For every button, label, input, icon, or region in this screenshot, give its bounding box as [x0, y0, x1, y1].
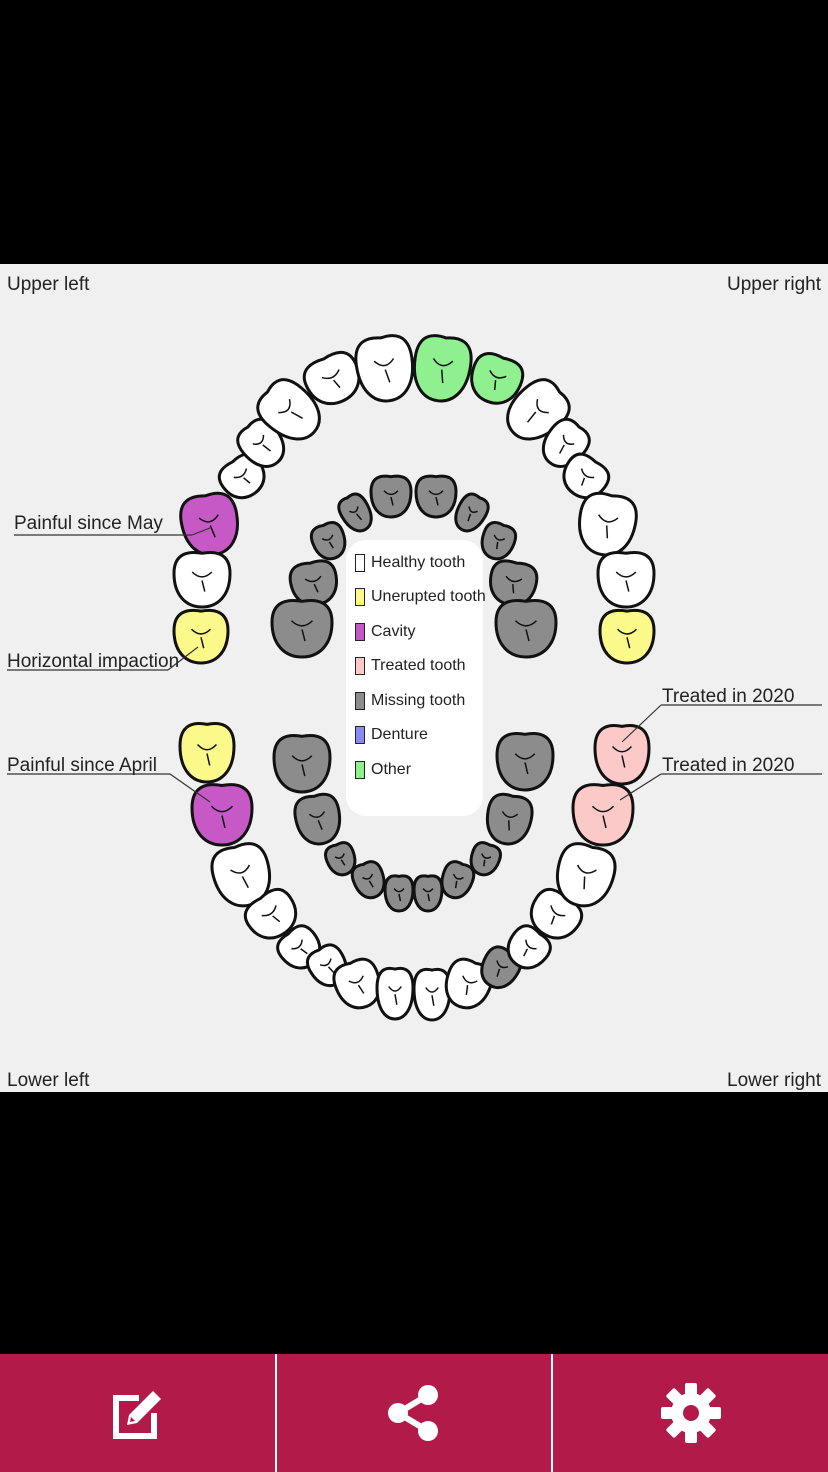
tooth-healthy[interactable]: [500, 921, 556, 977]
legend-item: Other: [355, 758, 411, 782]
tooth-missing[interactable]: [412, 874, 444, 913]
tooth-missing[interactable]: [495, 732, 555, 792]
tooth-missing[interactable]: [477, 519, 519, 563]
settings-button[interactable]: [551, 1354, 828, 1472]
annotation-treated-2020-lower: Treated in 2020: [662, 755, 794, 776]
tooth-healthy[interactable]: [207, 839, 277, 912]
legend-swatch: [355, 657, 365, 675]
tooth-missing[interactable]: [270, 599, 334, 659]
tooth-healthy[interactable]: [172, 550, 232, 609]
edit-button[interactable]: [0, 1354, 275, 1472]
teeth-diagram: Painful since May Horizontal impaction P…: [7, 333, 822, 1022]
tooth-unerupted[interactable]: [172, 608, 230, 665]
tooth-missing[interactable]: [323, 840, 360, 879]
label-upper-right: Upper right: [727, 274, 821, 295]
gear-icon: [660, 1383, 721, 1443]
legend-label: Unerupted tooth: [371, 588, 486, 605]
tooth-cavity[interactable]: [177, 490, 243, 559]
tooth-healthy[interactable]: [556, 449, 614, 506]
tooth-healthy[interactable]: [232, 414, 293, 476]
annotation-painful-may: Painful since May: [14, 513, 163, 534]
legend-item: Unerupted tooth: [355, 585, 486, 609]
tooth-cavity[interactable]: [190, 783, 254, 847]
legend-label: Cavity: [371, 623, 416, 640]
tooth-missing[interactable]: [494, 599, 558, 659]
legend-item: Missing tooth: [355, 689, 465, 713]
tooth-unerupted[interactable]: [598, 608, 656, 665]
tooth-missing[interactable]: [437, 859, 477, 902]
legend-swatch: [355, 554, 365, 572]
tooth-missing[interactable]: [349, 859, 389, 902]
legend-label: Denture: [371, 726, 428, 743]
share-button[interactable]: [274, 1354, 552, 1472]
legend-swatch: [355, 761, 365, 779]
tooth-missing[interactable]: [449, 490, 492, 536]
tooth-healthy[interactable]: [251, 372, 331, 450]
legend-item: Cavity: [355, 620, 415, 644]
edit-icon: [113, 1391, 162, 1439]
tooth-missing[interactable]: [369, 474, 413, 519]
tooth-healthy[interactable]: [574, 490, 640, 559]
tooth-other[interactable]: [464, 349, 527, 410]
legend-label: Other: [371, 761, 412, 778]
label-lower-right: Lower right: [727, 1070, 821, 1091]
tooth-healthy[interactable]: [353, 333, 417, 404]
legend-swatch: [355, 692, 365, 710]
tooth-missing[interactable]: [383, 874, 415, 913]
tooth-unerupted[interactable]: [178, 722, 236, 784]
tooth-missing[interactable]: [487, 558, 540, 608]
tooth-healthy[interactable]: [496, 372, 576, 450]
dental-chart: Painful since May Horizontal impaction P…: [0, 264, 828, 1092]
legend-label: Missing tooth: [371, 692, 466, 709]
tooth-healthy[interactable]: [240, 884, 306, 948]
annotation-treated-2020-upper: Treated in 2020: [662, 686, 794, 707]
annotation-horizontal-impaction: Horizontal impaction: [7, 651, 179, 672]
tooth-healthy[interactable]: [375, 966, 415, 1021]
tooth-missing[interactable]: [414, 474, 458, 519]
legend-swatch: [355, 726, 365, 744]
tooth-healthy[interactable]: [412, 967, 452, 1022]
legend-item: Denture: [355, 723, 428, 747]
tooth-healthy[interactable]: [596, 550, 656, 609]
legend-item: Healthy tooth: [355, 551, 465, 575]
tooth-missing[interactable]: [335, 490, 378, 536]
legend-swatch: [355, 623, 365, 641]
tooth-missing[interactable]: [292, 792, 344, 848]
tooth-treated[interactable]: [593, 724, 651, 786]
bottom-toolbar: [0, 1354, 828, 1472]
legend-swatch: [355, 588, 365, 606]
legend-label: Treated tooth: [371, 657, 466, 674]
legend-item: Treated tooth: [355, 654, 466, 678]
label-lower-left: Lower left: [7, 1070, 90, 1091]
tooth-missing[interactable]: [308, 519, 350, 563]
tooth-other[interactable]: [410, 333, 474, 404]
tooth-missing[interactable]: [483, 792, 535, 848]
tooth-treated[interactable]: [571, 783, 635, 847]
tooth-missing[interactable]: [272, 734, 332, 794]
legend-label: Healthy tooth: [371, 554, 466, 571]
label-upper-left: Upper left: [7, 274, 90, 295]
annotation-painful-april: Painful since April: [7, 755, 157, 776]
share-icon: [388, 1385, 438, 1441]
tooth-healthy[interactable]: [550, 839, 620, 912]
